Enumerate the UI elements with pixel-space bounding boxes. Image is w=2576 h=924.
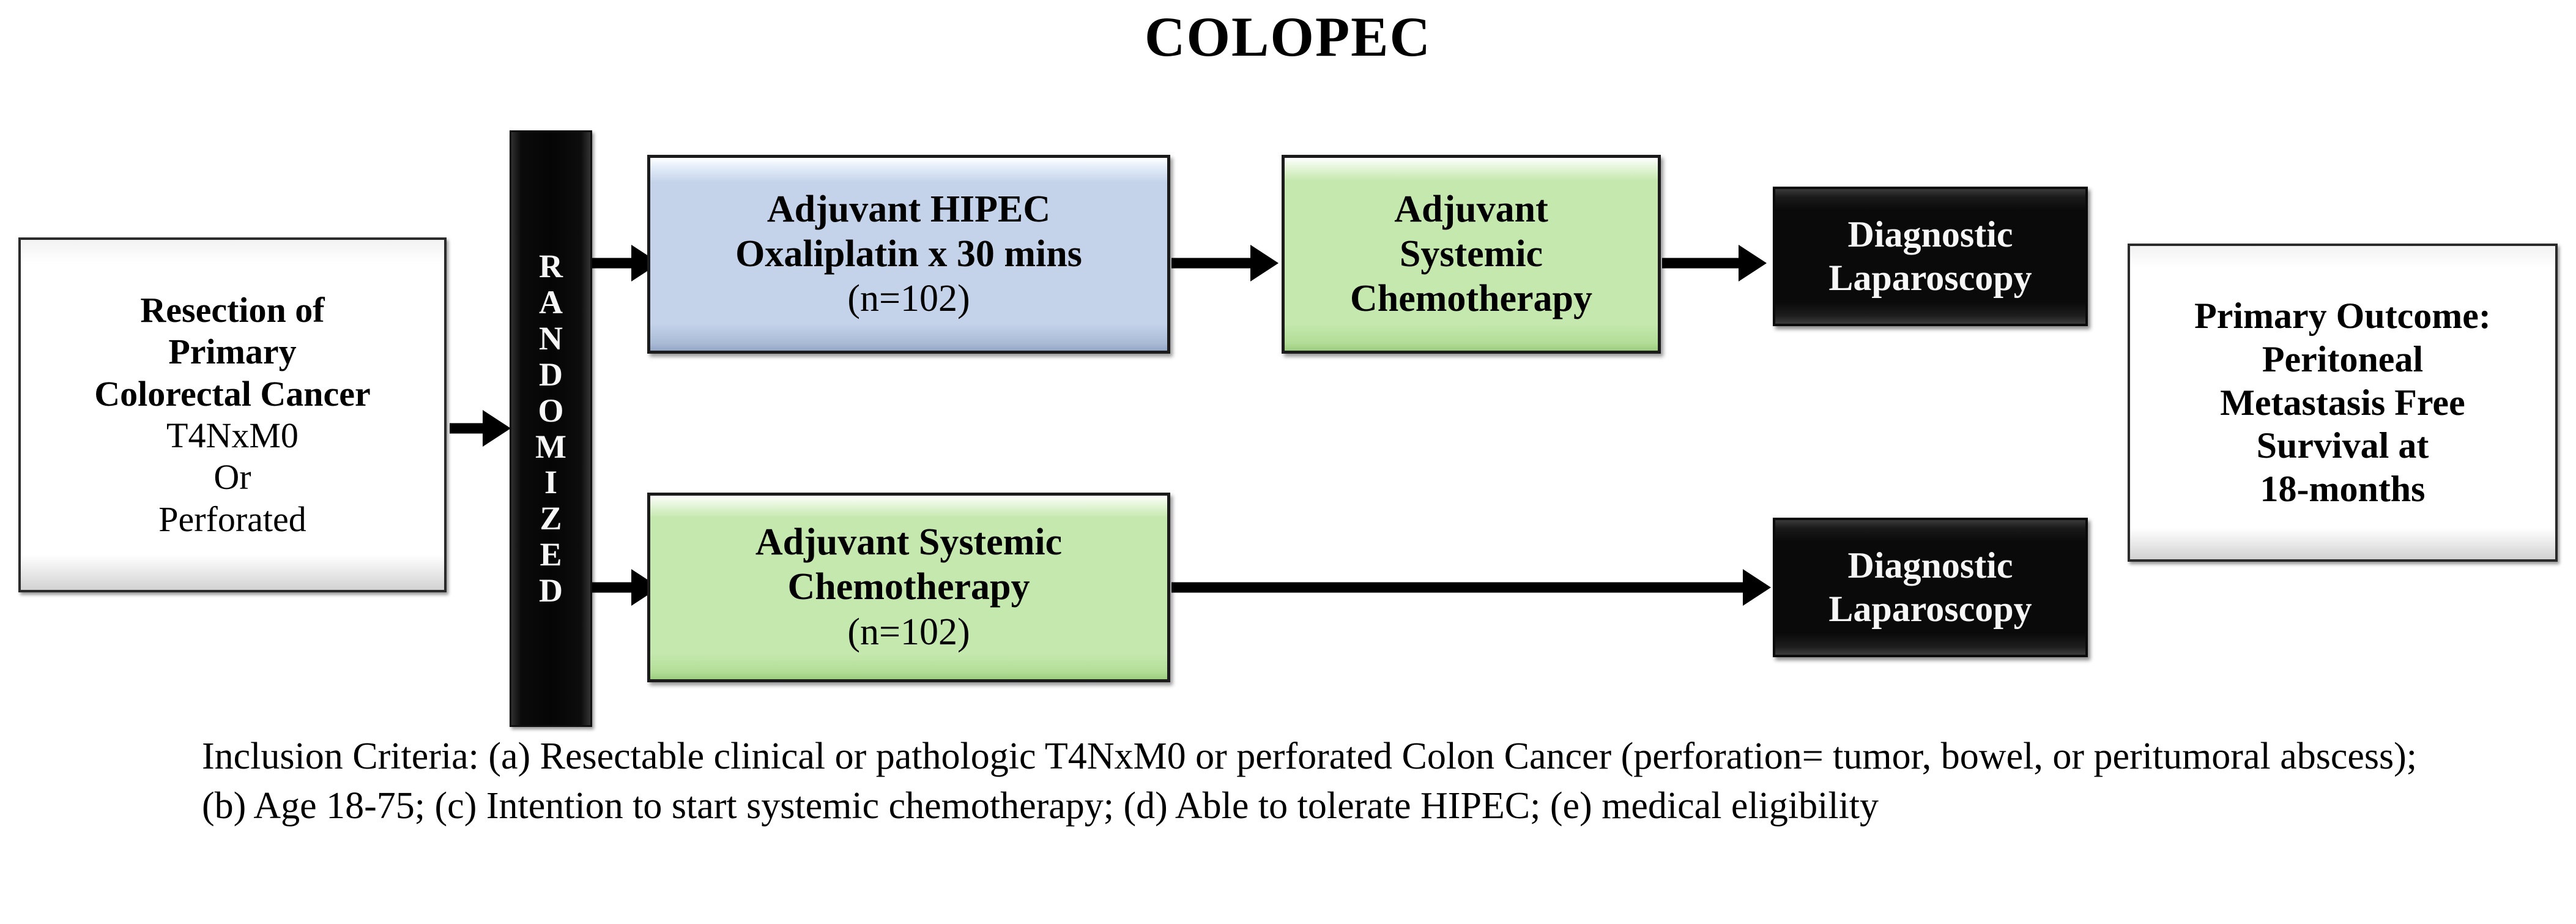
arrow-shaft	[1171, 582, 1748, 593]
arrow-head	[1739, 245, 1767, 281]
hipec-sample-size: (n=102)	[847, 278, 970, 320]
randomized-letter: D	[539, 356, 563, 393]
enrollment-detail-line-2: Or	[213, 457, 251, 497]
hipec-line-1: Adjuvant HIPEC	[766, 188, 1051, 230]
arrow-shaft	[450, 423, 488, 434]
control-chemo-box: Adjuvant Systemic Chemotherapy (n=102)	[647, 493, 1170, 682]
hipec-line-2: Oxaliplatin x 30 mins	[735, 233, 1082, 275]
randomized-letter: O	[538, 392, 564, 429]
arrow-head	[1250, 245, 1279, 281]
randomized-letter: D	[539, 572, 563, 609]
inclusion-criteria-caption: Inclusion Criteria: (a) Resectable clini…	[202, 736, 2418, 827]
randomized-letter: I	[544, 464, 557, 501]
randomization-bar: R A N D O M I Z E D	[510, 130, 592, 727]
randomized-letter: R	[539, 248, 563, 285]
hipec-intervention-box: Adjuvant HIPEC Oxaliplatin x 30 mins (n=…	[647, 155, 1170, 354]
control-chemo-sample-size: (n=102)	[847, 611, 970, 653]
laparoscopy-lower-line-1: Diagnostic	[1847, 545, 2013, 586]
randomized-letter: Z	[540, 500, 562, 537]
arrow-shaft	[592, 258, 636, 269]
primary-outcome-line-4: Survival at	[2256, 425, 2429, 466]
laparoscopy-lower-line-2: Laparoscopy	[1828, 589, 2032, 629]
enrollment-detail-line-3: Perforated	[158, 499, 306, 539]
primary-outcome-line-3: Metastasis Free	[2220, 382, 2465, 423]
adjuvant-chemo-line-2: Systemic	[1399, 233, 1543, 275]
diagnostic-laparoscopy-box-upper: Diagnostic Laparoscopy	[1773, 187, 2088, 326]
primary-outcome-line-5: 18-months	[2260, 469, 2426, 510]
control-chemo-line-1: Adjuvant Systemic	[755, 521, 1063, 564]
arrow-head	[1743, 569, 1771, 606]
enrollment-box: Resection of Primary Colorectal Cancer T…	[18, 237, 447, 592]
laparoscopy-upper-line-2: Laparoscopy	[1828, 258, 2032, 298]
primary-outcome-box: Primary Outcome: Peritoneal Metastasis F…	[2128, 244, 2558, 562]
randomized-letter: N	[539, 319, 563, 357]
enrollment-heading-line-1: Resection of	[140, 289, 325, 330]
diagnostic-laparoscopy-box-lower: Diagnostic Laparoscopy	[1773, 518, 2088, 657]
randomized-letter: A	[539, 284, 563, 321]
enrollment-heading-line-3: Colorectal Cancer	[94, 373, 371, 414]
arrow-head	[483, 410, 511, 447]
control-chemo-line-2: Chemotherapy	[787, 566, 1030, 608]
enrollment-detail-line-1: T4NxM0	[166, 415, 299, 455]
arrow-shaft	[1662, 258, 1743, 269]
adjuvant-chemo-followup-box: Adjuvant Systemic Chemotherapy	[1282, 155, 1661, 354]
adjuvant-chemo-line-1: Adjuvant	[1394, 188, 1548, 230]
primary-outcome-line-2: Peritoneal	[2262, 338, 2424, 379]
laparoscopy-upper-line-1: Diagnostic	[1847, 214, 2013, 255]
enrollment-heading-line-2: Primary	[168, 332, 297, 372]
randomized-letter: E	[540, 536, 562, 573]
arrow-shaft	[1171, 258, 1255, 269]
primary-outcome-line-1: Primary Outcome:	[2194, 296, 2491, 336]
page-title: COLOPEC	[1145, 6, 1431, 68]
adjuvant-chemo-line-3: Chemotherapy	[1349, 278, 1593, 320]
randomized-letter: M	[535, 428, 566, 465]
arrow-shaft	[592, 582, 636, 593]
